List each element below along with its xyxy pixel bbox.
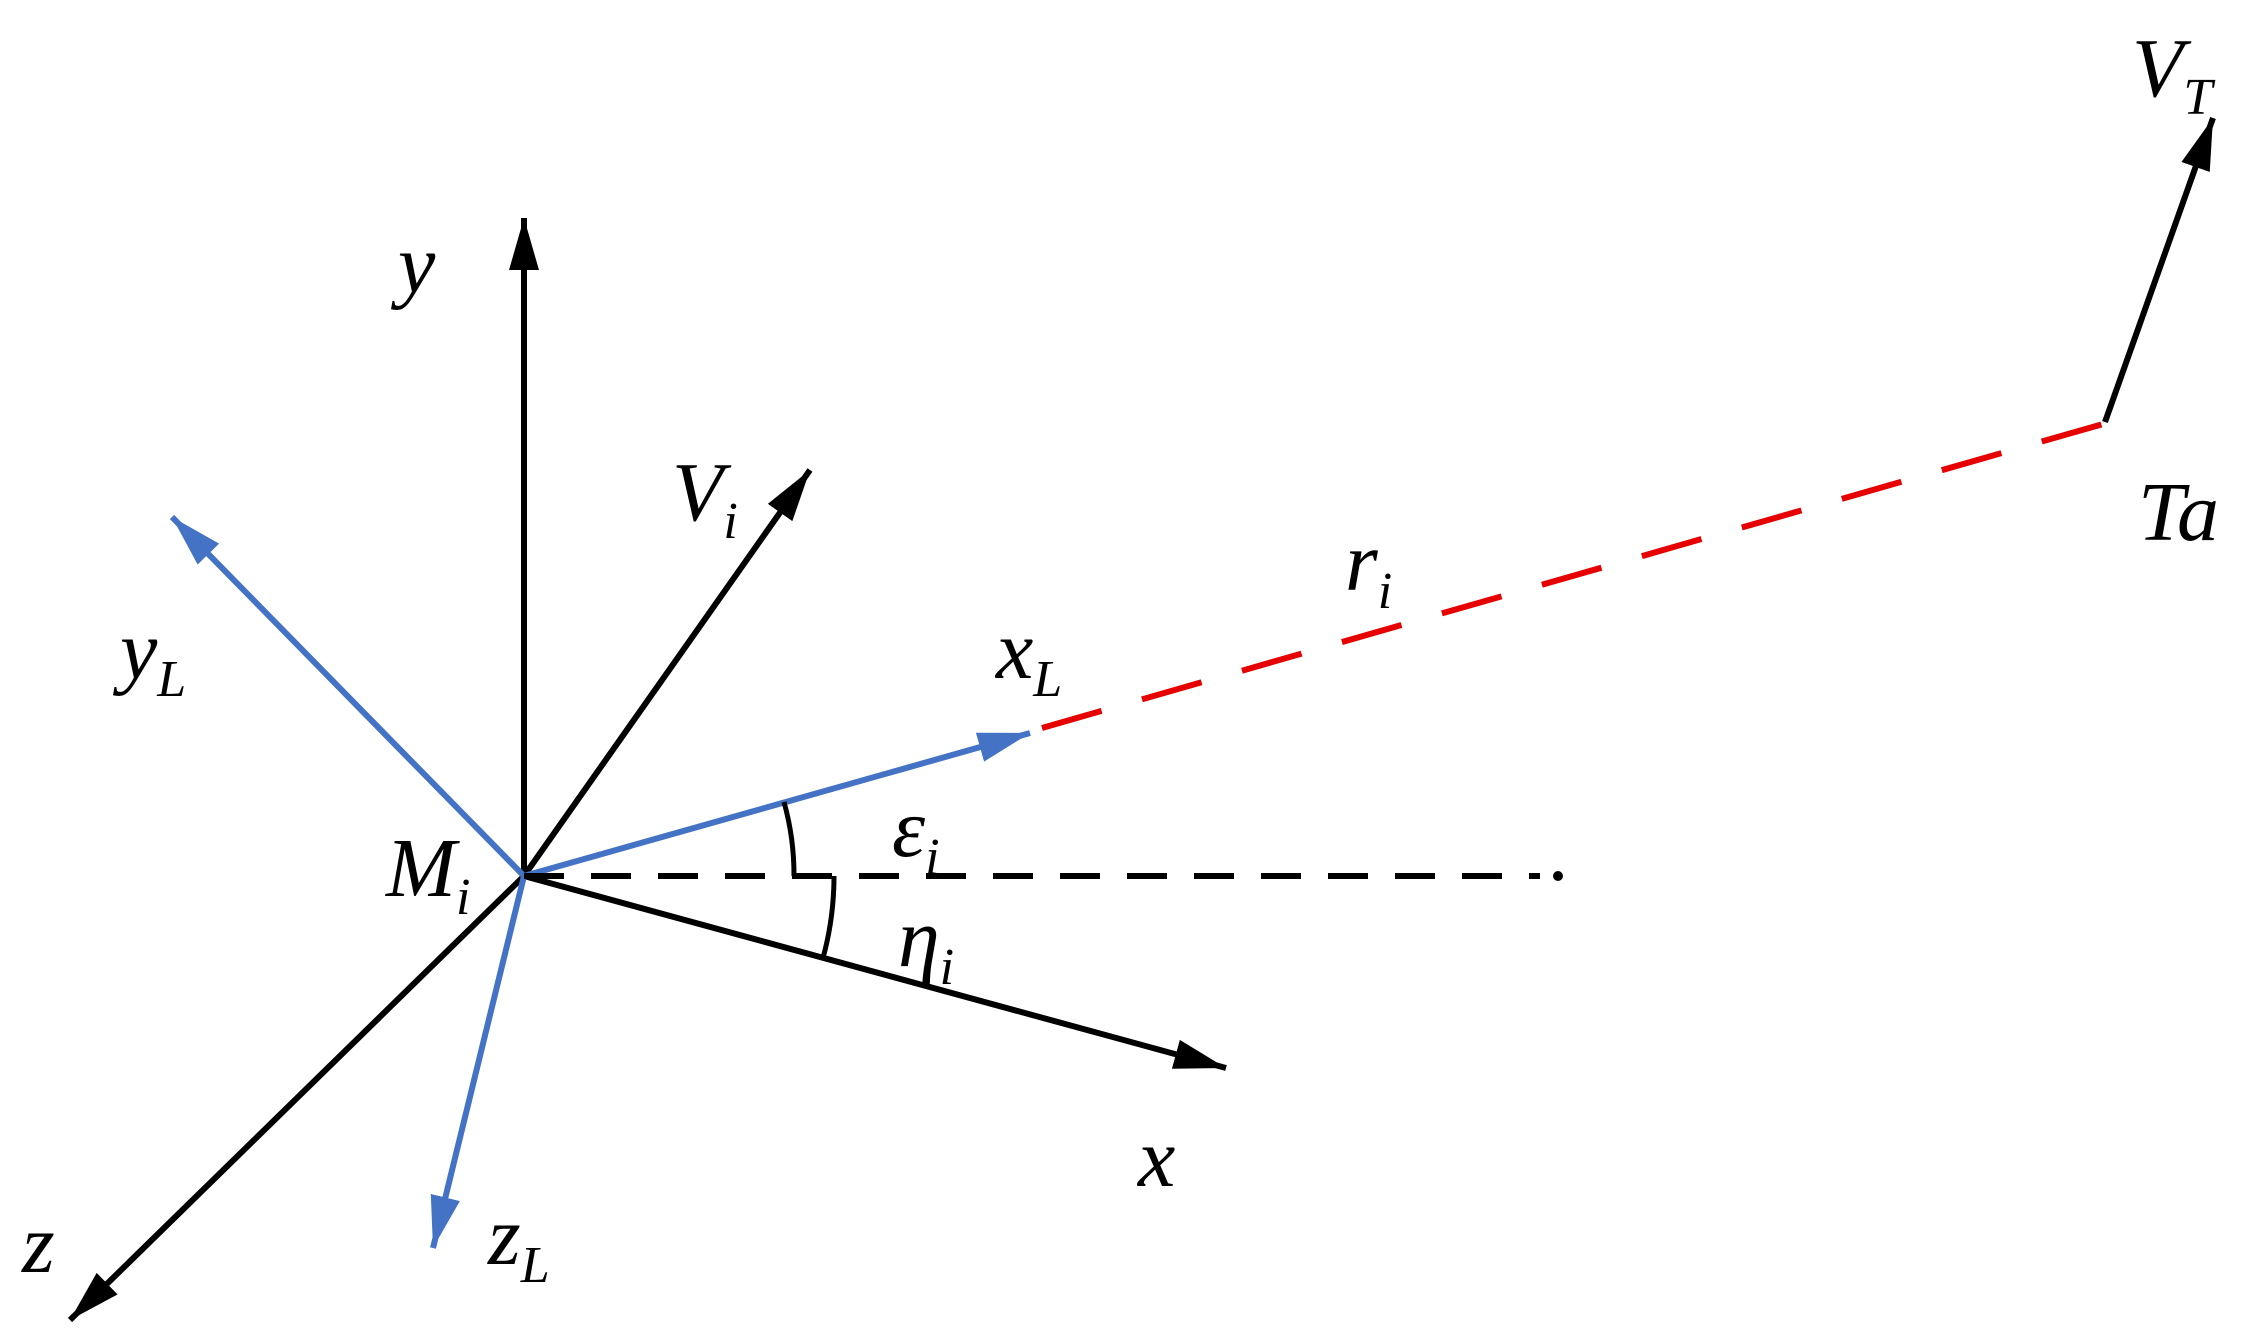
range-line-ri-dashed (1041, 421, 2104, 731)
label-los-xL-axis: xL (994, 604, 1062, 708)
label-z-axis: z (21, 1198, 55, 1291)
eta-angle-arc (820, 875, 837, 959)
label-los-yL-axis: yL (112, 604, 186, 708)
label-los-zL-axis: zL (487, 1190, 550, 1294)
epsilon-angle-arc (781, 801, 797, 877)
label-target-velocity: VT (2132, 22, 2215, 126)
label-missile-velocity: Vi (672, 446, 738, 550)
los-xL-axis-arrow (523, 730, 1031, 879)
los-yL-axis-arrow (169, 514, 527, 879)
label-y-axis: y (390, 218, 436, 311)
los-zL-axis-arrow (430, 875, 527, 1249)
missile-velocity-arrow (521, 468, 813, 878)
label-epsilon-angle: εi (892, 782, 940, 886)
label-x-axis: x (1136, 1112, 1175, 1205)
label-range-ri: ri (1345, 516, 1392, 620)
dashed-line-end-dot (1553, 871, 1563, 881)
x-axis-arrow (523, 873, 1227, 1071)
target-velocity-arrow (2102, 116, 2216, 424)
label-missile-Mi: Mi (385, 822, 470, 926)
label-target-Ta: Ta (2138, 466, 2219, 559)
z-axis-arrow (67, 873, 527, 1323)
label-eta-angle: ηi (898, 892, 954, 996)
